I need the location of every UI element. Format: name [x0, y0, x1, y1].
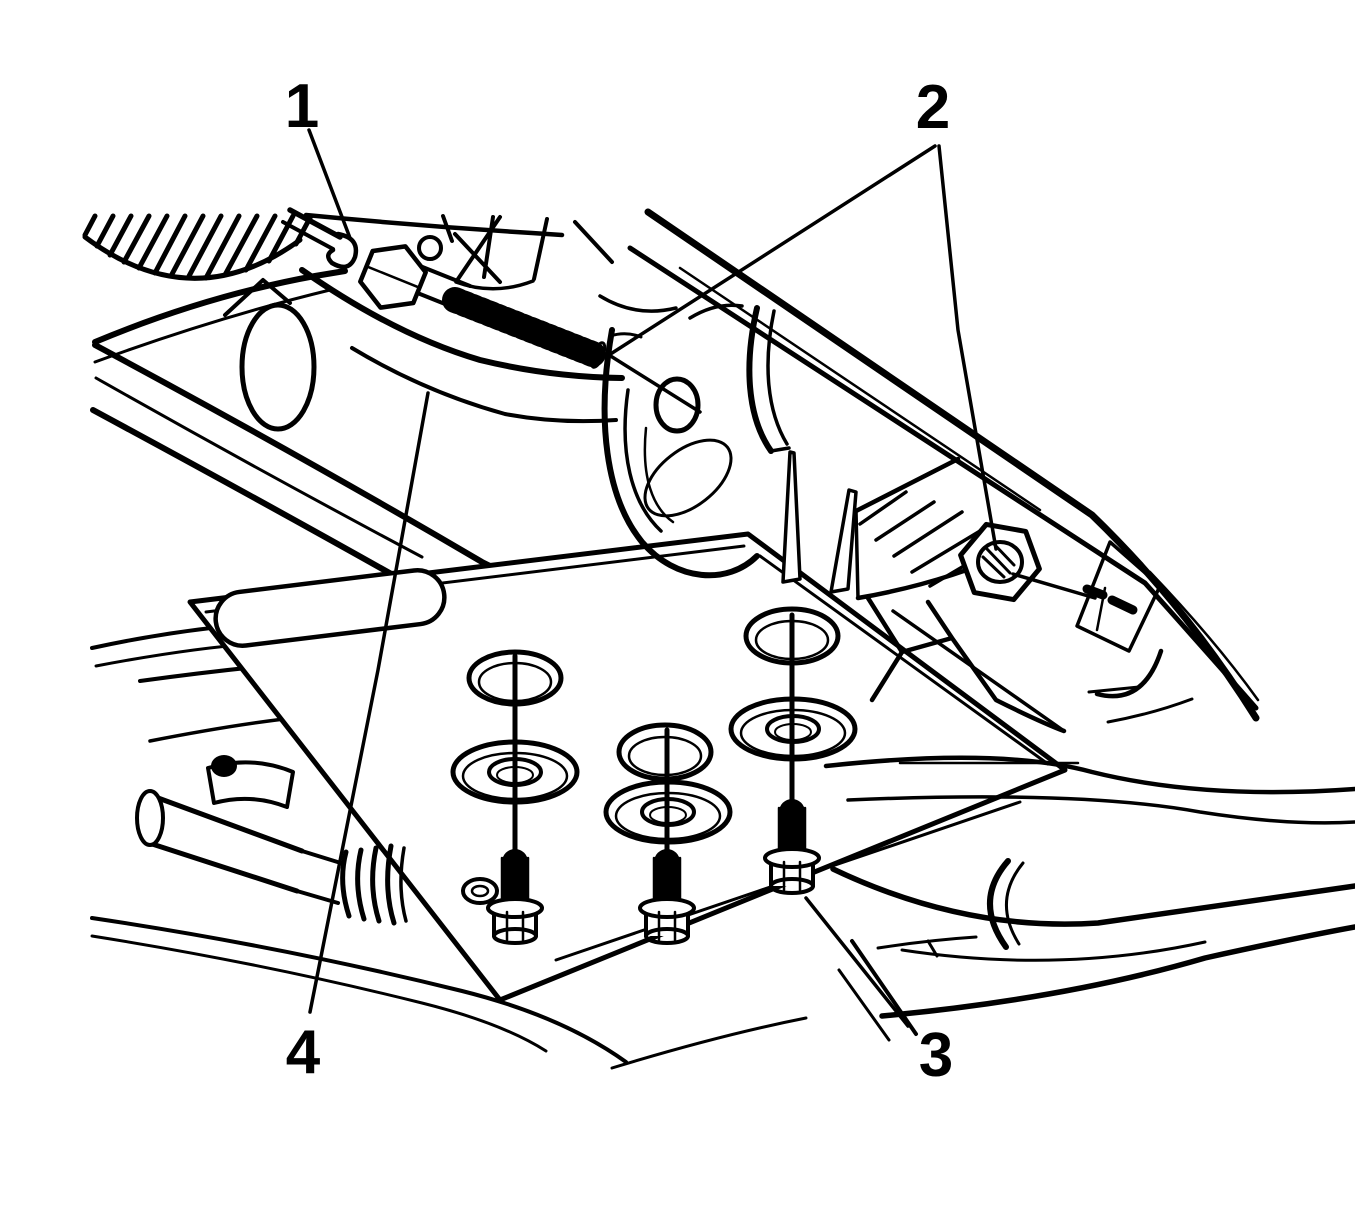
- flange-bolt: [486, 653, 544, 945]
- leader-3: [804, 896, 910, 1028]
- corrugated-fitting: [340, 843, 408, 926]
- small-hole: [417, 235, 443, 261]
- small-plate-hole: [461, 877, 499, 905]
- callout-4-label: 4: [286, 1018, 321, 1087]
- exhaust-pipe: [610, 858, 1355, 1070]
- long-hex-bolt: [358, 244, 608, 369]
- hanger-bracket: [865, 540, 1194, 734]
- skid-plate: [187, 531, 1068, 1003]
- leader-2b: [937, 144, 998, 551]
- bolt-threads: [442, 287, 608, 368]
- bell-housing: [601, 303, 791, 579]
- leader-2a: [607, 144, 937, 414]
- ribbed-cone: [781, 450, 1015, 601]
- flange-bolt: [638, 727, 696, 945]
- right-rail-band: [627, 208, 1260, 722]
- callout-leaders: [307, 128, 1097, 1028]
- flange-bolt: [763, 612, 821, 895]
- pulley-opening: [239, 302, 317, 432]
- fuel-line-clamp: [135, 755, 408, 926]
- clip-hole: [211, 755, 237, 777]
- leader-2b-continuation: [1011, 572, 1097, 600]
- ribbed-pulley: [82, 213, 348, 432]
- hex-nut: [958, 521, 1042, 603]
- callout-2-label: 2: [916, 73, 950, 142]
- callout-1-label: 1: [285, 72, 319, 141]
- callout-3-label: 3: [919, 1021, 953, 1090]
- support-bracket: [299, 267, 625, 424]
- callout-labels: 1 2 3 4: [285, 72, 953, 1090]
- leader-1: [307, 128, 352, 240]
- crossmember-band: [823, 755, 1355, 825]
- leader-4: [308, 391, 430, 1014]
- lower-sill-lines: [90, 916, 628, 1064]
